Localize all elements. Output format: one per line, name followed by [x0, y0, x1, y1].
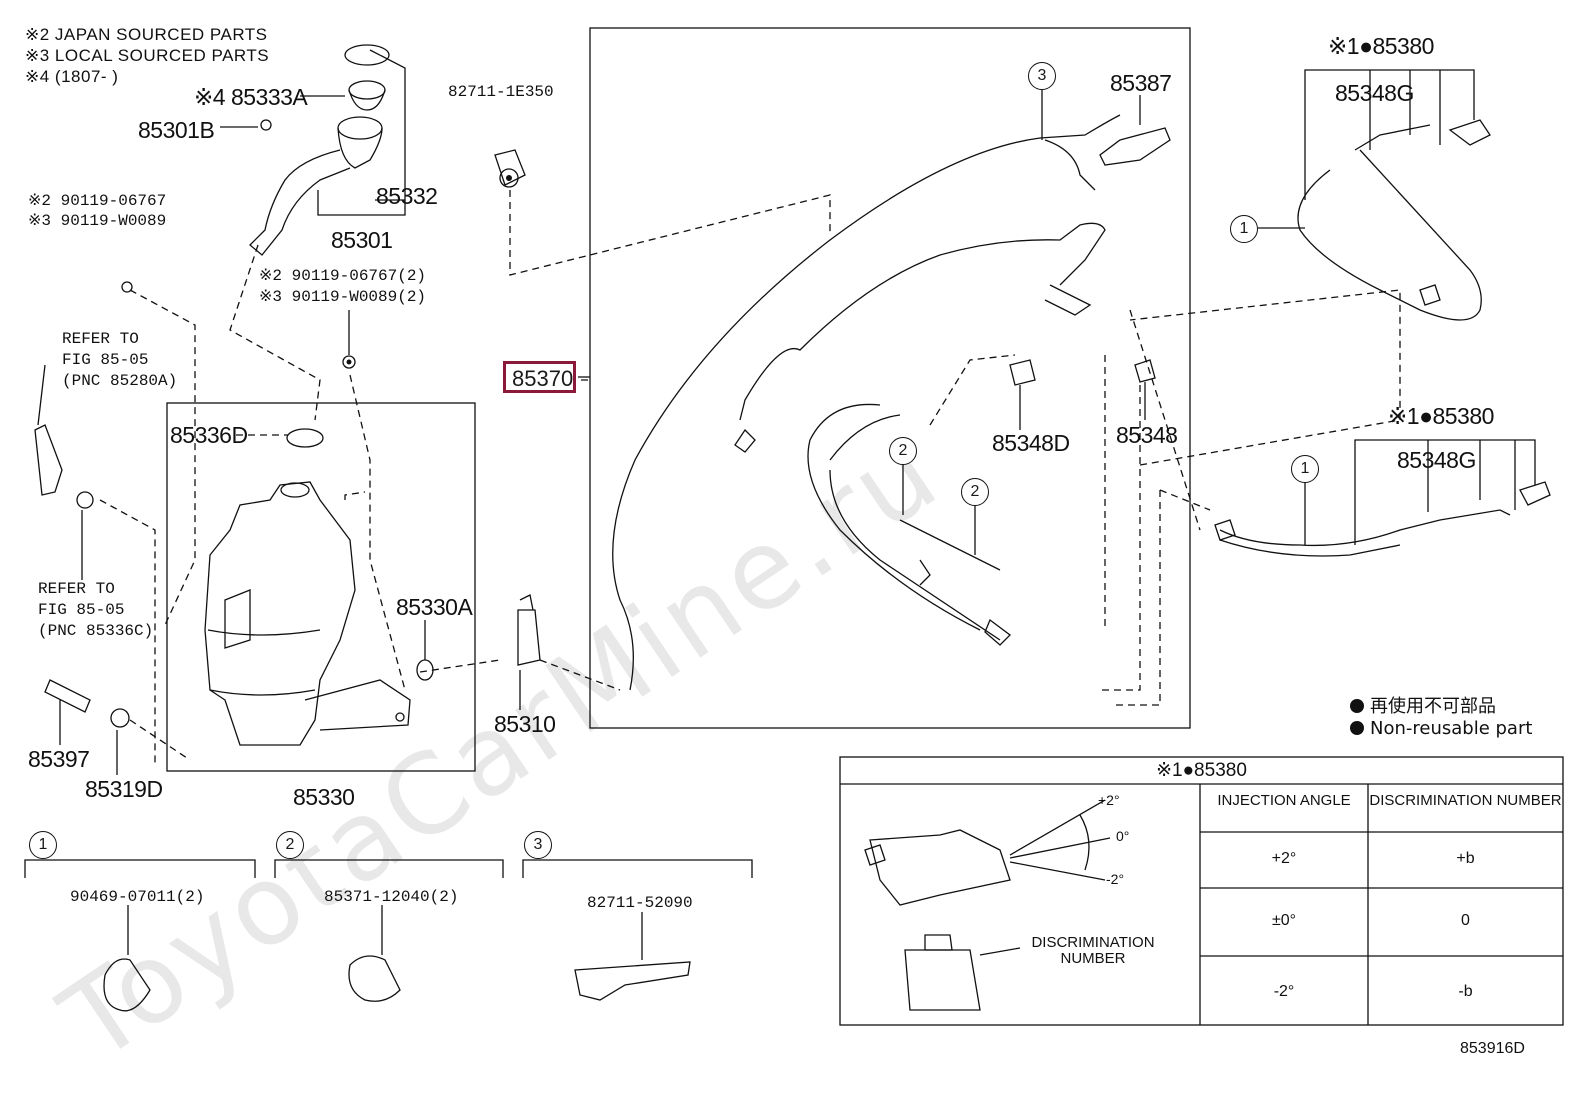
table-title: ※1●85380: [1156, 760, 1247, 781]
callout-2-part[interactable]: 85371-12040(2): [324, 888, 459, 906]
part-label-85319d[interactable]: 85319D: [85, 776, 163, 802]
part-label-bolt-b-local[interactable]: ※3 90119-W0089(2): [259, 288, 427, 306]
part-label-85348[interactable]: 85348: [1116, 422, 1178, 448]
angle-mark-minus2: -2°: [1106, 871, 1125, 887]
part-label-bolt-a-local[interactable]: ※3 90119-W0089: [28, 212, 167, 230]
part-label-85348d[interactable]: 85348D: [992, 430, 1070, 456]
callout-marker-2a: 2: [889, 437, 917, 465]
part-label-85397[interactable]: 85397: [28, 746, 90, 772]
part-label-85370: 85370: [512, 366, 574, 391]
note-japan-sourced: ※2 JAPAN SOURCED PARTS: [25, 25, 268, 44]
table-col-injection-angle: INJECTION ANGLE: [1217, 792, 1351, 809]
non-reusable-dot-icon: [1350, 721, 1364, 735]
table-row-num: -b: [1458, 983, 1473, 1000]
legend-en: Non-reusable part: [1350, 718, 1532, 739]
part-label-85330a[interactable]: 85330A: [396, 594, 473, 620]
ref-b-line2: FIG 85-05: [38, 601, 125, 619]
legend-jp-text: 再使用不可部品: [1370, 696, 1496, 717]
table-row-num: +b: [1456, 850, 1475, 867]
part-label-85387[interactable]: 85387: [1110, 70, 1172, 96]
hose-frame: [589, 27, 1191, 729]
part-label-85330[interactable]: 85330: [293, 784, 355, 810]
nozzle-table-frame: [839, 756, 1564, 1026]
ref-a-line1: REFER TO: [62, 330, 139, 348]
part-label-85336d[interactable]: 85336D: [170, 422, 248, 448]
part-label-85380-top[interactable]: ※1●85380: [1328, 33, 1434, 59]
highlighted-part-85370[interactable]: 85370: [503, 361, 576, 393]
ref-b-line3: (PNC 85336C): [38, 622, 154, 640]
part-label-82711-1e350[interactable]: 82711-1E350: [448, 83, 554, 101]
ref-a-line3: (PNC 85280A): [62, 372, 178, 390]
table-row-angle: +2°: [1271, 850, 1297, 867]
callout-2: 2: [276, 831, 304, 859]
angle-mark-plus2: +2°: [1098, 792, 1120, 808]
figure-id: 853916D: [1460, 1040, 1525, 1057]
part-label-85380-mid[interactable]: ※1●85380: [1388, 403, 1494, 429]
note-local-sourced: ※3 LOCAL SOURCED PARTS: [25, 46, 270, 65]
part-label-85301[interactable]: 85301: [331, 227, 393, 253]
ref-a-line2: FIG 85-05: [62, 351, 149, 369]
part-label-bolt-b-jp[interactable]: ※2 90119-06767(2): [259, 267, 427, 285]
table-col-discrimination: DISCRIMINATION NUMBER: [1369, 792, 1562, 809]
table-row-angle: -2°: [1273, 983, 1295, 1000]
non-reusable-dot-icon: [1350, 699, 1364, 713]
tank-frame: [166, 402, 476, 772]
part-label-85332[interactable]: 85332: [376, 183, 438, 209]
table-row-num: 0: [1461, 912, 1470, 929]
callout-3-part[interactable]: 82711-52090: [587, 894, 693, 912]
legend-jp: 再使用不可部品: [1350, 692, 1496, 718]
note-date-range: ※4 (1807- ): [25, 67, 119, 86]
legend-en-text: Non-reusable part: [1370, 718, 1533, 739]
part-label-bolt-a-jp[interactable]: ※2 90119-06767: [28, 192, 167, 210]
disc-number-label: DISCRIMINATION NUMBER: [1031, 934, 1155, 967]
callout-1-part[interactable]: 90469-07011(2): [70, 888, 205, 906]
callout-marker-2b: 2: [961, 478, 989, 506]
callout-3: 3: [524, 831, 552, 859]
part-label-85301b[interactable]: 85301B: [138, 117, 215, 143]
part-label-85348g-mid[interactable]: 85348G: [1397, 447, 1476, 473]
part-label-85310[interactable]: 85310: [494, 711, 556, 737]
callout-marker-3: 3: [1028, 62, 1056, 90]
part-label-85333a[interactable]: ※4 85333A: [194, 84, 308, 110]
table-row-angle: ±0°: [1271, 912, 1297, 929]
ref-b-line1: REFER TO: [38, 580, 115, 598]
callout-marker-1b: 1: [1291, 455, 1319, 483]
angle-mark-zero: 0°: [1116, 828, 1130, 844]
callout-marker-1a: 1: [1230, 215, 1258, 243]
callout-1: 1: [29, 831, 57, 859]
part-label-85348g-top[interactable]: 85348G: [1335, 80, 1414, 106]
